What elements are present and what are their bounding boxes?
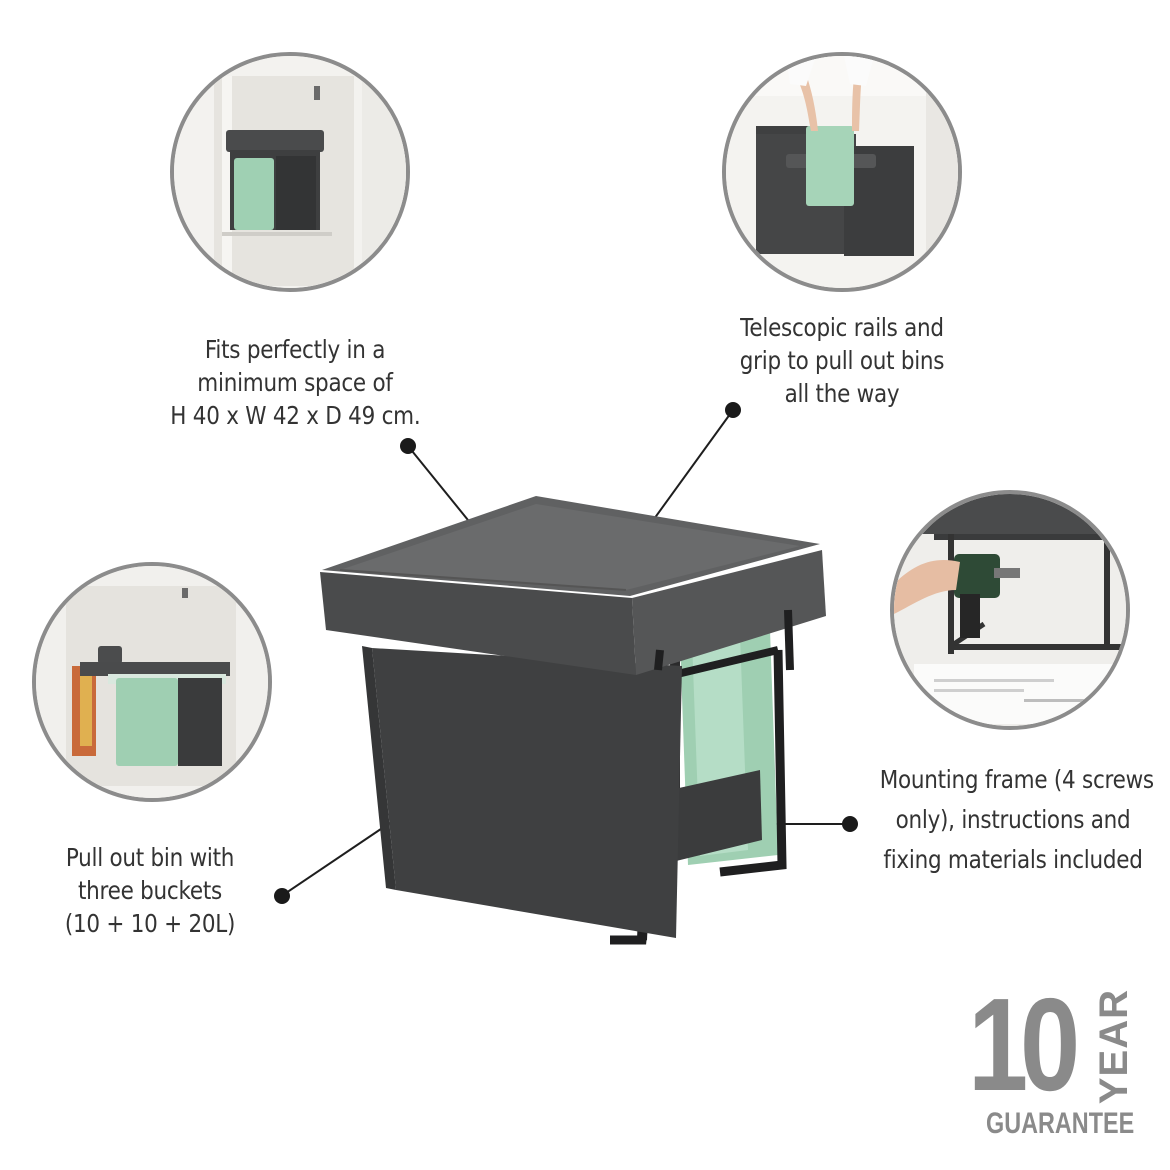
callout-buckets-line-1: Pull out bin with (65, 843, 235, 872)
guarantee-unit: YEAR (1092, 989, 1136, 1105)
leader-dot-rails (725, 402, 741, 418)
callout-buckets: Pull out bin with three buckets (10 + 10… (47, 841, 253, 940)
callout-fits-line-3: H 40 x W 42 x D 49 cm. (170, 401, 421, 430)
callout-mounting: Mounting frame (4 screws only), instruct… (879, 760, 1154, 880)
guarantee-number: 10 (968, 971, 1080, 1118)
callout-fits-line-2: minimum space of (197, 368, 393, 397)
callout-rails-line-3: all the way (784, 379, 900, 408)
callout-rails: Telescopic rails and grip to pull out bi… (720, 311, 964, 410)
lid-side (632, 550, 826, 675)
callout-rails-line-2: grip to pull out bins (739, 346, 945, 375)
photo-bin-three-buckets (32, 562, 272, 802)
callout-buckets-line-3: (10 + 10 + 20L) (64, 909, 236, 938)
callout-fits: Fits perfectly in a minimum space of H 4… (170, 333, 421, 432)
photo-bin-in-cabinet (170, 52, 410, 292)
guarantee-badge: 10 YEAR GUARANTEE (968, 971, 1140, 1145)
callout-rails-line-1: Telescopic rails and (740, 313, 944, 342)
lid-front (320, 572, 636, 675)
leader-line-fits (407, 445, 473, 526)
callout-fits-line-1: Fits perfectly in a (204, 335, 386, 364)
leader-dot-fits (400, 438, 416, 454)
product-pull-out-bin (320, 496, 826, 945)
photo-pull-out-bins (722, 52, 962, 292)
callout-mounting-line-2: only), instructions and (895, 805, 1131, 834)
grip-plate (670, 770, 762, 862)
callout-buckets-line-2: three buckets (77, 876, 222, 905)
callout-mounting-line-1: Mounting frame (4 screws (879, 765, 1154, 794)
leader-dot-mounting (842, 816, 858, 832)
photo-mounting-frame (890, 490, 1130, 730)
leader-dot-buckets (274, 888, 290, 904)
callout-mounting-line-3: fixing materials included (883, 845, 1143, 874)
bin-body (372, 648, 682, 938)
guarantee-label: GUARANTEE (986, 1107, 1135, 1140)
